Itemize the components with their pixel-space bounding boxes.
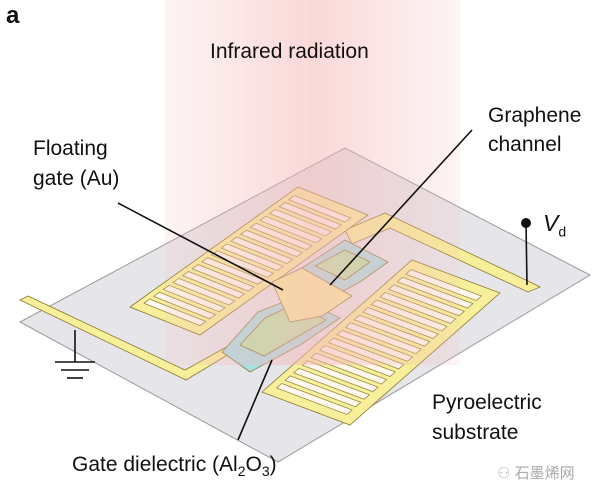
vd-wire <box>525 222 528 286</box>
ground-icon <box>55 330 95 379</box>
gate-dielectric-label: Gate dielectric (Al2O3) <box>72 450 277 486</box>
floating-gate-comb-lower-finger <box>293 367 371 400</box>
infrared-radiation-beam <box>165 0 460 365</box>
dielectric-sub-2: 3 <box>261 463 270 480</box>
graphene-label-line2: channel <box>488 133 562 156</box>
substrate-label-line2: substrate <box>432 421 519 444</box>
dielectric-text-3: ) <box>269 453 277 476</box>
vd-subscript: d <box>558 223 567 240</box>
dielectric-text-1: Gate dielectric (Al <box>72 453 238 476</box>
dielectric-leader <box>237 359 273 441</box>
vd-terminal-icon <box>521 218 531 228</box>
vd-label: Vd <box>543 208 566 247</box>
vd-main: V <box>543 210 559 236</box>
dielectric-text-2: O <box>245 453 262 476</box>
floating-gate-leader <box>117 202 284 291</box>
watermark: ⚇ 石墨烯网 <box>497 462 575 483</box>
floating-gate-comb-lower-finger <box>275 383 353 415</box>
substrate-label-line1: Pyroelectric <box>432 391 542 414</box>
floating-gate-label-line1: Floating <box>33 137 108 160</box>
wechat-icon: ⚇ <box>497 465 515 482</box>
panel-label: a <box>6 2 20 29</box>
watermark-text: 石墨烯网 <box>514 465 575 482</box>
graphene-label-line1: Graphene <box>488 104 582 127</box>
graphene-leader <box>329 129 473 286</box>
dielectric-sub-1: 2 <box>237 463 246 480</box>
floating-gate-comb-lower-finger <box>284 375 362 408</box>
floating-gate-label-line2: gate (Au) <box>33 167 120 190</box>
infrared-label: Infrared radiation <box>210 40 369 63</box>
